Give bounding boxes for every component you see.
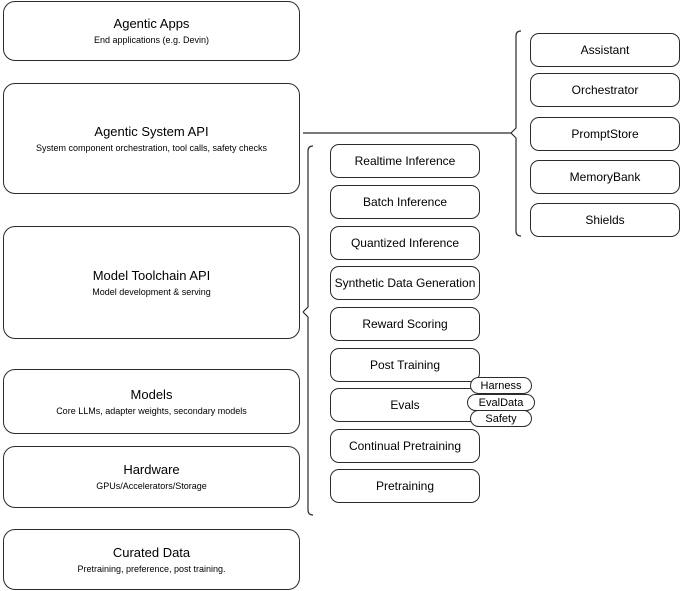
layer-title: Agentic System API	[94, 123, 209, 139]
stack-layer-hardware[interactable]: Hardware GPUs/Accelerators/Storage	[3, 446, 300, 508]
layer-subtitle: Core LLMs, adapter weights, secondary mo…	[56, 405, 247, 416]
layer-subtitle: Model development & serving	[92, 286, 211, 297]
layer-title: Model Toolchain API	[92, 267, 211, 283]
toolchain-component-quantized-inference[interactable]: Quantized Inference	[330, 226, 480, 260]
layer-subtitle: End applications (e.g. Devin)	[93, 35, 210, 45]
stack-layer-model-toolchain-api[interactable]: Model Toolchain API Model development & …	[3, 226, 300, 339]
stack-layer-agentic-system-api[interactable]: Agentic System API System component orch…	[3, 83, 300, 194]
evals-badge-harness[interactable]: Harness	[470, 377, 532, 394]
agentic-component-promptstore[interactable]: PromptStore	[530, 117, 680, 151]
layer-title: Curated Data	[112, 544, 191, 560]
agentic-component-orchestrator[interactable]: Orchestrator	[530, 73, 680, 107]
agentic-component-memorybank[interactable]: MemoryBank	[530, 160, 680, 194]
evals-badge-evaldata[interactable]: EvalData	[467, 394, 535, 411]
layer-title: Hardware	[123, 462, 180, 477]
toolchain-component-batch-inference[interactable]: Batch Inference	[330, 185, 480, 219]
toolchain-component-reward-scoring[interactable]: Reward Scoring	[330, 307, 480, 341]
toolchain-component-realtime-inference[interactable]: Realtime Inference	[330, 144, 480, 178]
stack-layer-agentic-apps[interactable]: Agentic Apps End applications (e.g. Devi…	[3, 1, 300, 61]
evals-badge-safety[interactable]: Safety	[470, 410, 532, 427]
stack-layer-models[interactable]: Models Core LLMs, adapter weights, secon…	[3, 369, 300, 434]
agentic-component-assistant[interactable]: Assistant	[530, 33, 680, 67]
toolchain-component-pretraining[interactable]: Pretraining	[330, 469, 480, 503]
toolchain-component-post-training[interactable]: Post Training	[330, 348, 480, 382]
layer-title: Models	[130, 386, 173, 402]
layer-subtitle: System component orchestration, tool cal…	[35, 142, 268, 153]
layer-subtitle: Pretraining, preference, post training.	[77, 563, 226, 574]
layer-title: Agentic Apps	[113, 16, 190, 31]
toolchain-component-continual-pretraining[interactable]: Continual Pretraining	[330, 429, 480, 463]
agentic-component-shields[interactable]: Shields	[530, 203, 680, 237]
toolchain-component-synthetic-data-generation[interactable]: Synthetic Data Generation	[330, 266, 480, 300]
toolchain-component-evals[interactable]: Evals	[330, 388, 480, 422]
layer-subtitle: GPUs/Accelerators/Storage	[96, 481, 207, 491]
stack-layer-curated-data[interactable]: Curated Data Pretraining, preference, po…	[3, 529, 300, 590]
